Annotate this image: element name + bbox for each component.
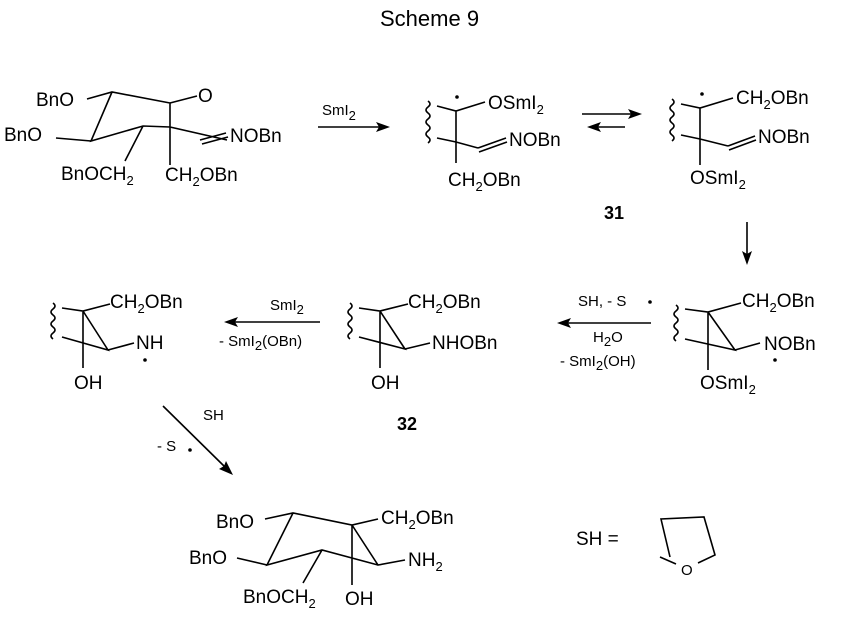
- reagent-sh-minus-s: SH, - S: [578, 293, 626, 310]
- reagent-smi2: SmI2: [322, 102, 356, 123]
- ring-bonds: [86, 91, 228, 165]
- imine-double-bond: [477, 137, 508, 153]
- radical-dot: [188, 448, 192, 452]
- reagent-smi2: SmI2: [270, 297, 304, 317]
- ch2obn-label: CH2OBn: [742, 291, 815, 315]
- wavy-bond-icon: [347, 302, 353, 340]
- nobn-label: NOBn: [764, 334, 816, 355]
- nhobn-label: NHOBn: [432, 333, 497, 354]
- bond: [55, 137, 92, 142]
- carbonyl-o-label: O: [198, 86, 213, 107]
- thf-ring: [659, 516, 716, 565]
- radical-dot: [773, 358, 777, 362]
- hydroxylamine-32: CH2OBn NHOBn OH 32: [347, 292, 497, 434]
- bonds: [680, 97, 734, 165]
- radical-dot: [455, 95, 459, 99]
- bno-label: BnO: [189, 548, 227, 569]
- wavy-bond-icon: [50, 302, 56, 340]
- bnoch2-label: BnOCH2: [243, 587, 316, 611]
- final-product: BnO BnO BnOCH2 OH CH2OBn NH2: [189, 508, 454, 611]
- oh-label: OH: [345, 589, 374, 610]
- osmi2-label: OSmI2: [488, 93, 544, 117]
- ch2obn-label: CH2OBn: [408, 292, 481, 316]
- reagent-h2o: H2O: [593, 329, 623, 349]
- ch2obn-label: CH2OBn: [165, 165, 238, 189]
- arrow-step4: SH, - S H2O - SmI2(OH): [557, 293, 652, 373]
- bonds: [436, 101, 486, 163]
- radical-dot: [143, 358, 147, 362]
- nobn-label: NOBn: [758, 127, 810, 148]
- bno-label: BnO: [4, 125, 42, 146]
- nobn-label: NOBn: [230, 126, 282, 147]
- bonds: [684, 302, 761, 370]
- nh-label: NH: [136, 333, 163, 354]
- arrow-step1: SmI2: [318, 102, 390, 132]
- wavy-bond-icon: [425, 100, 431, 144]
- ch2obn-label: CH2OBn: [448, 170, 521, 194]
- arrow-step6: SH - S: [157, 405, 233, 475]
- bonds: [61, 303, 135, 368]
- imine-double-bond: [199, 132, 229, 145]
- imine-double-bond: [727, 135, 757, 151]
- ch2obn-label: CH2OBn: [110, 292, 183, 316]
- byproduct-s-radical: - S: [157, 438, 176, 455]
- nobn-label: NOBn: [509, 130, 561, 151]
- sh-legend: SH = O: [576, 516, 716, 579]
- ring-bonds: [236, 512, 406, 585]
- byproduct-smi2oh: - SmI2(OH): [560, 353, 636, 373]
- starting-material: BnO BnO BnOCH2 CH2OBn O NOBn: [4, 86, 282, 189]
- radical-a: OSmI2 NOBn CH2OBn: [425, 93, 561, 194]
- oh-label: OH: [74, 373, 103, 394]
- oh-label: OH: [371, 373, 400, 394]
- radical-dot: [648, 300, 652, 304]
- arrow-step5: SmI2 - SmI2(OBn): [219, 297, 320, 353]
- osmi2-label: OSmI2: [690, 168, 746, 192]
- bno-label: BnO: [216, 512, 254, 533]
- nh2-label: NH2: [408, 550, 443, 574]
- osmi2-label: OSmI2: [700, 373, 756, 397]
- bnoch2-label: BnOCH2: [61, 164, 134, 188]
- equilibrium-arrows: [582, 109, 642, 132]
- cyclopropane-radical: CH2OBn NOBn OSmI2: [673, 291, 816, 397]
- aminyl-radical: CH2OBn NH OH: [50, 292, 183, 394]
- bno-label: BnO: [36, 90, 74, 111]
- wavy-bond-icon: [673, 304, 679, 342]
- compound-number-32: 32: [397, 414, 417, 434]
- arrow-down: [742, 222, 752, 265]
- radical-dot: [700, 92, 704, 96]
- wavy-bond-icon: [669, 98, 675, 142]
- ch2obn-label: CH2OBn: [736, 88, 809, 112]
- ch2obn-label: CH2OBn: [381, 508, 454, 532]
- radical-b-31: CH2OBn NOBn OSmI2 31: [604, 88, 810, 223]
- compound-number-31: 31: [604, 203, 624, 223]
- byproduct-smi2obn: - SmI2(OBn): [219, 333, 302, 353]
- scheme-title: Scheme 9: [380, 6, 479, 31]
- bonds: [358, 303, 431, 368]
- ring-oxygen-label: O: [681, 562, 693, 579]
- sh-equals-label: SH =: [576, 529, 619, 550]
- reagent-sh: SH: [203, 407, 224, 424]
